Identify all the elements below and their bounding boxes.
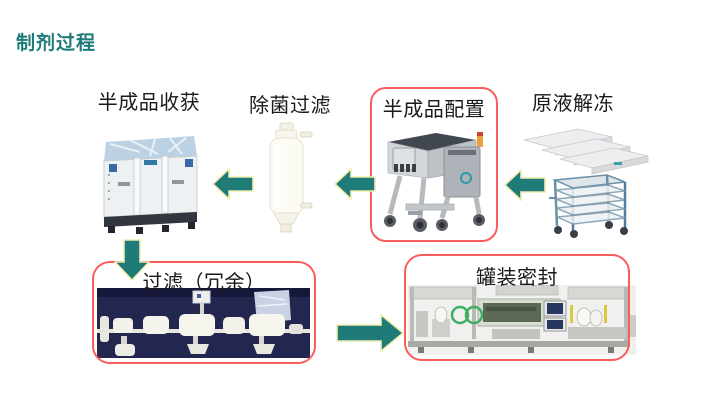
preparation-mixer-image	[378, 126, 494, 234]
arrow-left-icon	[504, 169, 546, 201]
arrow-down-icon	[114, 239, 150, 281]
filling-line-photo	[408, 285, 636, 355]
thawing-cart-image	[545, 170, 631, 238]
stage-label-thawing: 原液解冻	[532, 93, 614, 115]
arrow-left-icon	[212, 168, 254, 200]
highlight-box-filling-sealing: 罐装密封	[404, 254, 630, 361]
highlight-box-redundant-filtration: 过滤（冗余）	[92, 261, 316, 364]
thawing-trays-image	[522, 124, 650, 174]
filter-capsule-image	[260, 117, 314, 237]
harvest-tote-image	[100, 130, 202, 234]
stage-label-preparation: 半成品配置	[382, 99, 486, 121]
page-title: 制剂过程	[16, 33, 97, 54]
redundant-filtration-photo	[97, 288, 310, 358]
stage-label-filling-sealing: 罐装密封	[476, 267, 558, 289]
stage-label-harvest: 半成品收获	[97, 92, 201, 114]
stage-label-redundant-filtration: 过滤（冗余）	[142, 272, 266, 294]
arrow-left-icon	[334, 168, 376, 200]
stage-label-sterile-filtration: 除菌过滤	[249, 95, 331, 117]
highlight-box-preparation: 半成品配置	[370, 87, 498, 242]
arrow-right-icon	[336, 314, 404, 352]
